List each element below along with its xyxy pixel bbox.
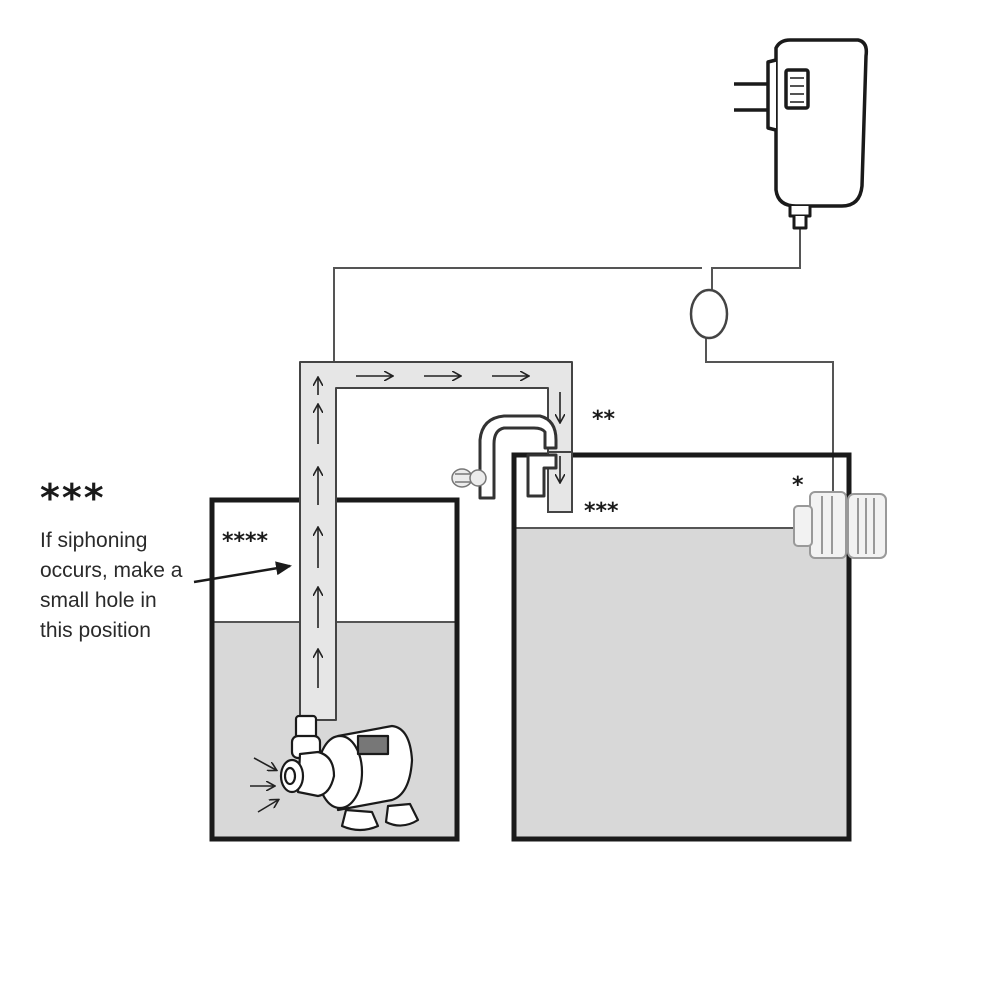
note-line: this position: [40, 619, 151, 642]
marker-float-switch: *: [792, 473, 804, 498]
connector-icon: [451, 468, 487, 488]
power-adapter-icon: [734, 38, 869, 230]
hole-pointer-arrow: [193, 561, 292, 584]
note-marker: ***: [40, 476, 106, 520]
water-pipe: [299, 361, 573, 721]
note-line: occurs, make a: [40, 559, 183, 582]
water-pump-icon: [279, 714, 420, 832]
right-tank: [511, 452, 852, 842]
float-switch-icon: [689, 288, 729, 340]
flow-arrows: [318, 376, 560, 688]
marker-water-level: ***: [584, 499, 619, 524]
note-line: small hole in: [40, 589, 157, 612]
marker-overflow-box: **: [592, 407, 616, 432]
water-sensor-icon: [793, 491, 887, 559]
siphon-note: If siphoning occurs, make a small hole i…: [40, 526, 210, 646]
note-line: If siphoning: [40, 529, 148, 552]
overflow-box-icon: [478, 414, 558, 500]
inflow-arrows: [250, 757, 278, 813]
marker-pipe: ****: [222, 529, 269, 554]
